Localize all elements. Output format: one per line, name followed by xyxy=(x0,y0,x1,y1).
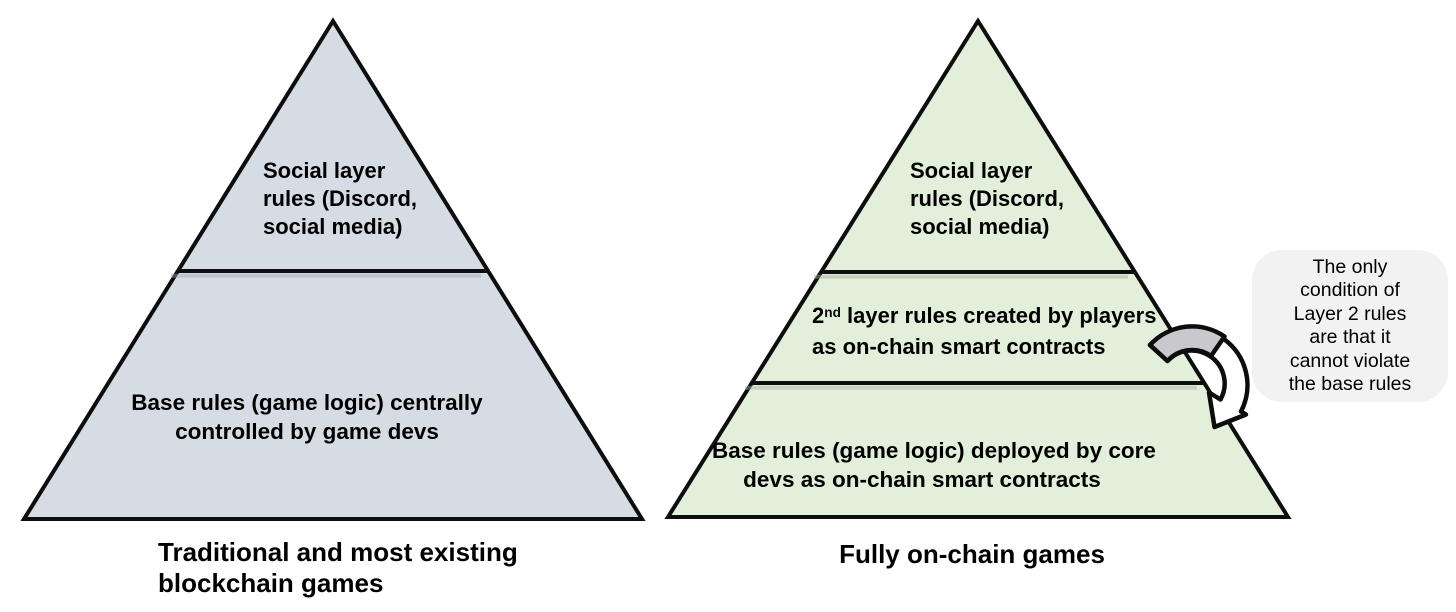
right-social-line-1: Social layer xyxy=(910,158,1033,183)
callout-line-2: condition of xyxy=(1300,279,1400,301)
left-caption-line-2: blockchain games xyxy=(158,568,384,598)
left-social-line-3: social media) xyxy=(263,214,403,239)
callout-line-5: cannot violate xyxy=(1289,349,1411,372)
layer2-condition-callout: The only condition of Layer 2 rules are … xyxy=(1252,250,1448,402)
right-pyramid-caption: Fully on-chain games xyxy=(839,539,1105,569)
right-base-line-2: devs as on-chain smart contracts xyxy=(743,467,1101,492)
right-pyramid-triangle xyxy=(664,17,1292,519)
right-social-line-3: social media) xyxy=(910,214,1050,239)
callout-line-6: the base rules xyxy=(1288,373,1412,395)
left-social-layer-text: Social layer rules (Discord, social medi… xyxy=(263,157,417,241)
left-pyramid-shape xyxy=(20,17,646,521)
curved-arrow-tail xyxy=(1147,324,1227,364)
right-pyramid-shape xyxy=(664,17,1292,519)
right-base-line-1: Base rules (game logic) deployed by core xyxy=(712,438,1156,463)
left-social-line-2: rules (Discord, xyxy=(263,186,418,211)
right-social-layer-text: Social layer rules (Discord, social medi… xyxy=(910,157,1064,241)
right-layer2-rules-text: 2nd layer rules created by players as on… xyxy=(812,302,1156,361)
right-layer2-line-1: 2nd layer rules created by players xyxy=(812,303,1157,328)
left-social-line-1: Social layer xyxy=(263,158,386,183)
left-base-rules-text: Base rules (game logic) centrally contro… xyxy=(127,388,487,446)
left-caption-line-1: Traditional and most existing xyxy=(158,537,518,567)
ordinal-superscript: nd xyxy=(824,304,841,320)
callout-line-1: The only xyxy=(1312,255,1388,278)
left-base-line-1: Base rules (game logic) centrally xyxy=(131,390,483,415)
right-social-line-2: rules (Discord, xyxy=(910,186,1065,211)
right-base-rules-text: Base rules (game logic) deployed by core… xyxy=(712,436,1156,494)
right-layer2-line-2: as on-chain smart contracts xyxy=(812,334,1106,359)
left-pyramid-caption: Traditional and most existing blockchain… xyxy=(158,537,518,599)
left-base-line-2: controlled by game devs xyxy=(175,419,439,444)
callout-line-3: Layer 2 rules xyxy=(1293,302,1407,325)
curved-down-arrow xyxy=(1147,324,1250,430)
callout-line-4: are that it xyxy=(1309,326,1391,348)
